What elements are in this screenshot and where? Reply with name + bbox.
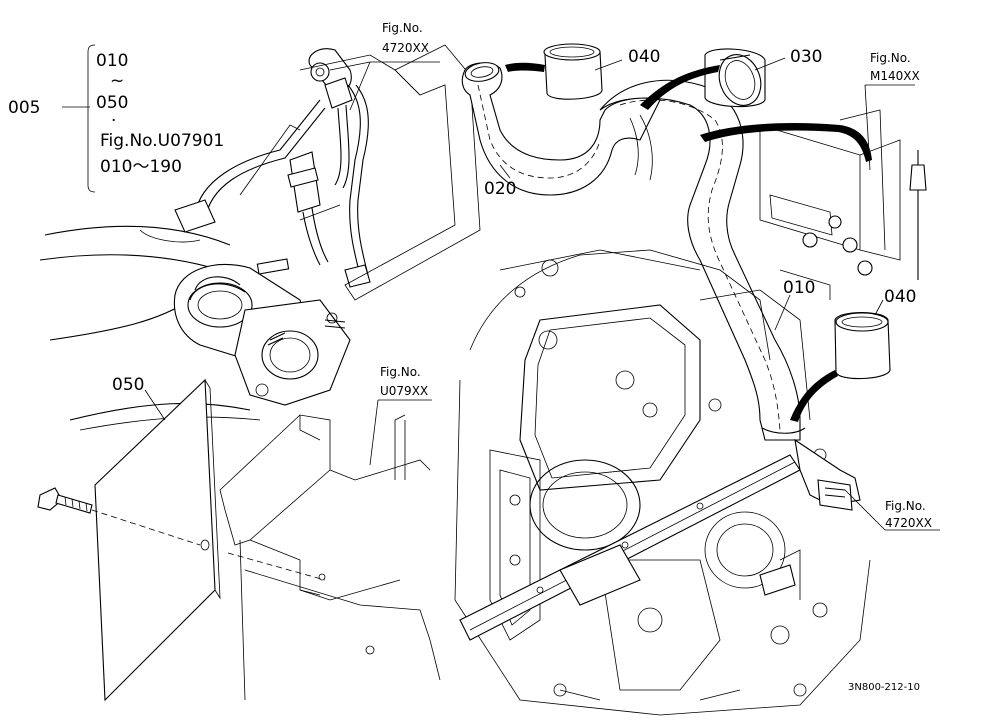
index-line-6: 010～190 [100, 157, 182, 177]
leader-lines [62, 44, 940, 531]
part-label-005: 005 [8, 98, 40, 118]
sensor-plug [287, 151, 329, 266]
clamp-030 [704, 48, 766, 108]
right-bracket [759, 109, 927, 300]
fig-ref-4-number[interactable]: 4720XX [885, 516, 932, 530]
fig-ref-1-title: Fig.No. [382, 21, 423, 35]
fig-ref-2-number[interactable]: M140XX [870, 69, 920, 83]
part-label-040-top: 040 [628, 47, 660, 67]
intake-flange [173, 264, 351, 406]
part-label-030: 030 [790, 47, 822, 67]
fig-ref-1-number[interactable]: 4720XX [382, 41, 429, 55]
assembly-arrows [505, 62, 872, 422]
part-label-040-right: 040 [884, 287, 916, 307]
wire-harness-long [344, 84, 371, 288]
lower-bracket [219, 414, 441, 701]
detail-frame [239, 44, 481, 301]
hose-clamp [189, 258, 290, 301]
index-bracket: 005 010 ~ 050 · Fig.No.U07901 010～190 [8, 51, 224, 177]
fig-ref-3[interactable]: Fig.No. U079XX [380, 365, 428, 398]
hose-end-bracket [794, 438, 861, 511]
fig-ref-4[interactable]: Fig.No. 4720XX [885, 499, 932, 530]
index-line-3: 050 [96, 93, 128, 113]
fig-ref-3-title: Fig.No. [380, 365, 421, 379]
index-line-5: Fig.No.U07901 [100, 131, 224, 151]
index-line-1: 010 [96, 51, 128, 71]
cover-plate-050 [94, 378, 221, 702]
sensor-wire [139, 99, 326, 243]
bolt [37, 487, 93, 514]
drawing-code: 3N800-212-10 [848, 682, 920, 693]
fig-ref-1[interactable]: Fig.No. 4720XX [382, 21, 429, 55]
clamp-040-right [834, 312, 891, 380]
clamp-040-top [543, 43, 603, 100]
fig-ref-2[interactable]: Fig.No. M140XX [870, 51, 920, 83]
assembly-line [91, 509, 326, 581]
index-line-4: · [111, 111, 116, 131]
part-label-050: 050 [112, 375, 144, 395]
fig-ref-4-title: Fig.No. [885, 499, 926, 513]
fig-ref-2-title: Fig.No. [870, 51, 911, 65]
part-label-010: 010 [783, 278, 815, 298]
index-line-2: ~ [110, 71, 124, 91]
flywheel-housing [454, 249, 871, 716]
fig-ref-3-number[interactable]: U079XX [380, 384, 428, 398]
part-label-020: 020 [484, 179, 516, 199]
